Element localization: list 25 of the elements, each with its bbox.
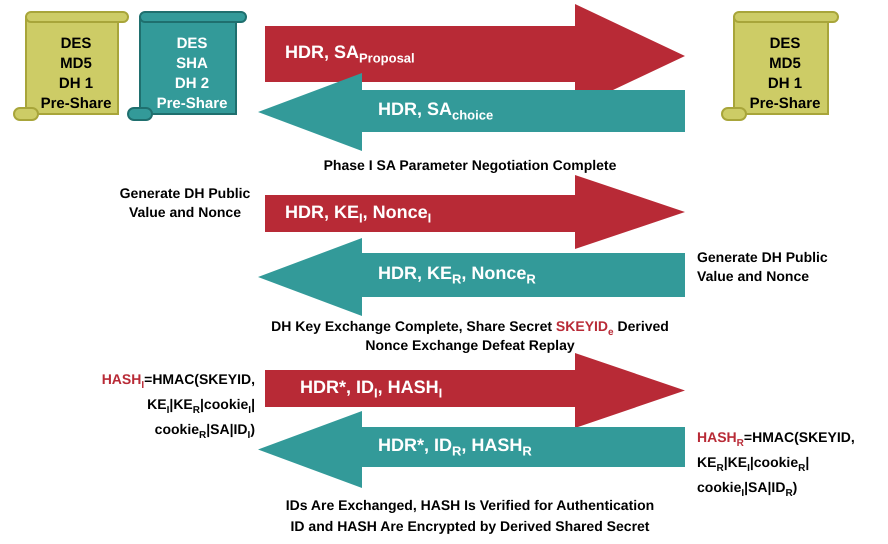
parameter-text: SHA [176,54,208,74]
status-note: Phase I SA Parameter Negotiation Complete [322,156,618,175]
formula-text: HASH$_{R}$=HMAC(SKEYID, KE$_{R}$|KE$_{I}$|cookie$_{R}$| cookie$_{I}$|SA|ID$_{R}$) [697,428,856,500]
parameter-text: DH 1 [768,74,802,94]
message-text: HDR, SA$_{choice}$ [378,99,494,123]
parameter-text: DES [60,34,92,54]
parameter-text: DH 2 [174,74,210,94]
parameter-text: DES [176,34,208,54]
summary-note: ID and HASH Are Encrypted by Derived Shared Secret [290,517,650,536]
message-text: HDR, SA$_{Proposal}$ [285,42,415,66]
formula-text: HASH$_{I}$=HMAC(SKEYID, KE$_{I}$|KE$_{R}$|cookie$_{I}$| cookie$_{R}$|SA|ID$_{I}$) [100,370,255,442]
summary-note: IDs Are Exchanged, HASH Is Verified for Authentication [284,496,656,515]
parameter-text: Pre-Share [40,94,112,114]
message-text: HDR*, ID$_{I}$, HASH$_{I}$ [300,376,442,400]
step-note: Generate DH Public Value and Nonce [697,248,829,286]
parameter-text: Pre-Share [750,94,820,114]
parameter-text: DES [770,34,800,54]
parameter-text: DH 1 [58,74,94,94]
parameter-text: MD5 [769,54,801,74]
message-text: HDR*, ID$_{R}$, HASH$_{R}$ [378,435,532,459]
parameter-text: MD5 [60,54,92,74]
parameter-text: Pre-Share [156,94,228,114]
step-note: Generate DH Public Value and Nonce [118,184,252,222]
message-text: HDR, KE$_{R}$, Nonce$_{R}$ [378,263,536,287]
message-text: HDR, KE$_{I}$, Nonce$_{I}$ [285,202,432,226]
